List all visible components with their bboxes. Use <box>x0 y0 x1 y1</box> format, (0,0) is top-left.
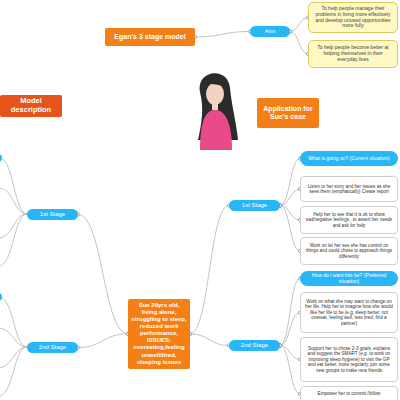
node-text: 1st Stage <box>40 211 65 218</box>
cut-pill <box>0 154 2 162</box>
branch-line <box>0 347 27 396</box>
node-text: 2nd Stage <box>39 344 66 351</box>
branch-connector <box>280 346 300 395</box>
aim-box: To help people become better at helping … <box>308 40 398 68</box>
node-text: Sue 29yrs old, living alone, struggling … <box>131 302 187 366</box>
section-title: Application for Sue's case <box>257 98 319 128</box>
node-text: Help her to see that it is ok to show sa… <box>305 212 393 228</box>
branch-connector <box>190 334 229 346</box>
branch-connector <box>280 313 300 346</box>
branch-connector <box>290 32 308 55</box>
node-text: Egan's 3 stage model <box>114 33 185 41</box>
group-title: Egan's 3 stage model <box>105 28 195 46</box>
note-box: Help her to see that it is ok to show sa… <box>300 206 398 234</box>
node-text: Work on what she may want to change on h… <box>305 299 393 326</box>
node-text: Application for Sue's case <box>259 105 317 122</box>
branch-connector <box>78 215 128 334</box>
node-text: Work on let her see she has control on t… <box>305 243 393 259</box>
branch-line <box>0 188 27 214</box>
neck <box>212 104 218 110</box>
node-text: 1st Stage <box>242 202 267 209</box>
central-topic: Sue 29yrs old, living alone, struggling … <box>128 299 190 369</box>
branch-connector <box>280 189 300 206</box>
node-text: To help people become better at helping … <box>313 45 393 63</box>
node-text: Empower her to commit /follow <box>318 391 381 396</box>
branch-connector <box>190 206 229 334</box>
branch-connector <box>280 159 300 206</box>
question-pill: How do I want this be? (Preferred situat… <box>300 271 398 286</box>
stage-pill: 2nd Stage <box>229 340 280 351</box>
fringe <box>206 80 226 88</box>
branch-connector <box>290 18 308 32</box>
person-illustration <box>198 73 238 150</box>
question-pill: What is going on? (Current situation) <box>300 151 398 166</box>
node-text: To help people manage their problems in … <box>313 6 393 30</box>
note-box: Work on what she may want to change on h… <box>300 292 398 333</box>
note-box: Work on let her see she has control on t… <box>300 237 398 265</box>
stage-pill: 2nd Stage <box>27 342 78 353</box>
top <box>200 110 232 150</box>
branch-connector <box>280 206 300 252</box>
branch-connector <box>280 279 300 346</box>
node-text: 2nd Stage <box>241 342 268 349</box>
offscreen-branches <box>0 158 27 396</box>
node-text: Support her to chose 2-3 goals, explains… <box>305 346 393 373</box>
offscreen-nodes <box>0 154 2 301</box>
cut-pill <box>0 293 2 301</box>
stage-pill: 1st Stage <box>27 209 78 220</box>
face <box>206 83 224 105</box>
branch-line <box>0 328 27 347</box>
branch-line <box>0 214 27 238</box>
note-box: Support her to chose 2-3 goals, explains… <box>300 337 398 382</box>
branch-pill: Aim <box>250 26 290 37</box>
note-box: Empower her to commit /follow <box>300 386 398 400</box>
node-text: Model description <box>2 97 60 115</box>
branch-line <box>0 158 27 214</box>
node-text: Listen to her story and her issues as sh… <box>305 184 393 195</box>
branch-line <box>0 297 27 347</box>
branch-connector <box>78 334 128 348</box>
note-box: Listen to her story and her issues as sh… <box>300 176 398 202</box>
node-text: What is going on? (Current situation) <box>308 156 389 162</box>
stage-pill: 1st Stage <box>229 200 280 211</box>
branch-connector <box>195 32 250 38</box>
aim-box: To help people manage their problems in … <box>308 2 398 33</box>
branch-line <box>0 347 27 368</box>
branch-line <box>0 214 27 266</box>
node-text: How do I want this be? (Preferred situat… <box>304 273 394 285</box>
section-title: Model description <box>0 95 62 117</box>
node-text: Aim <box>265 28 275 35</box>
